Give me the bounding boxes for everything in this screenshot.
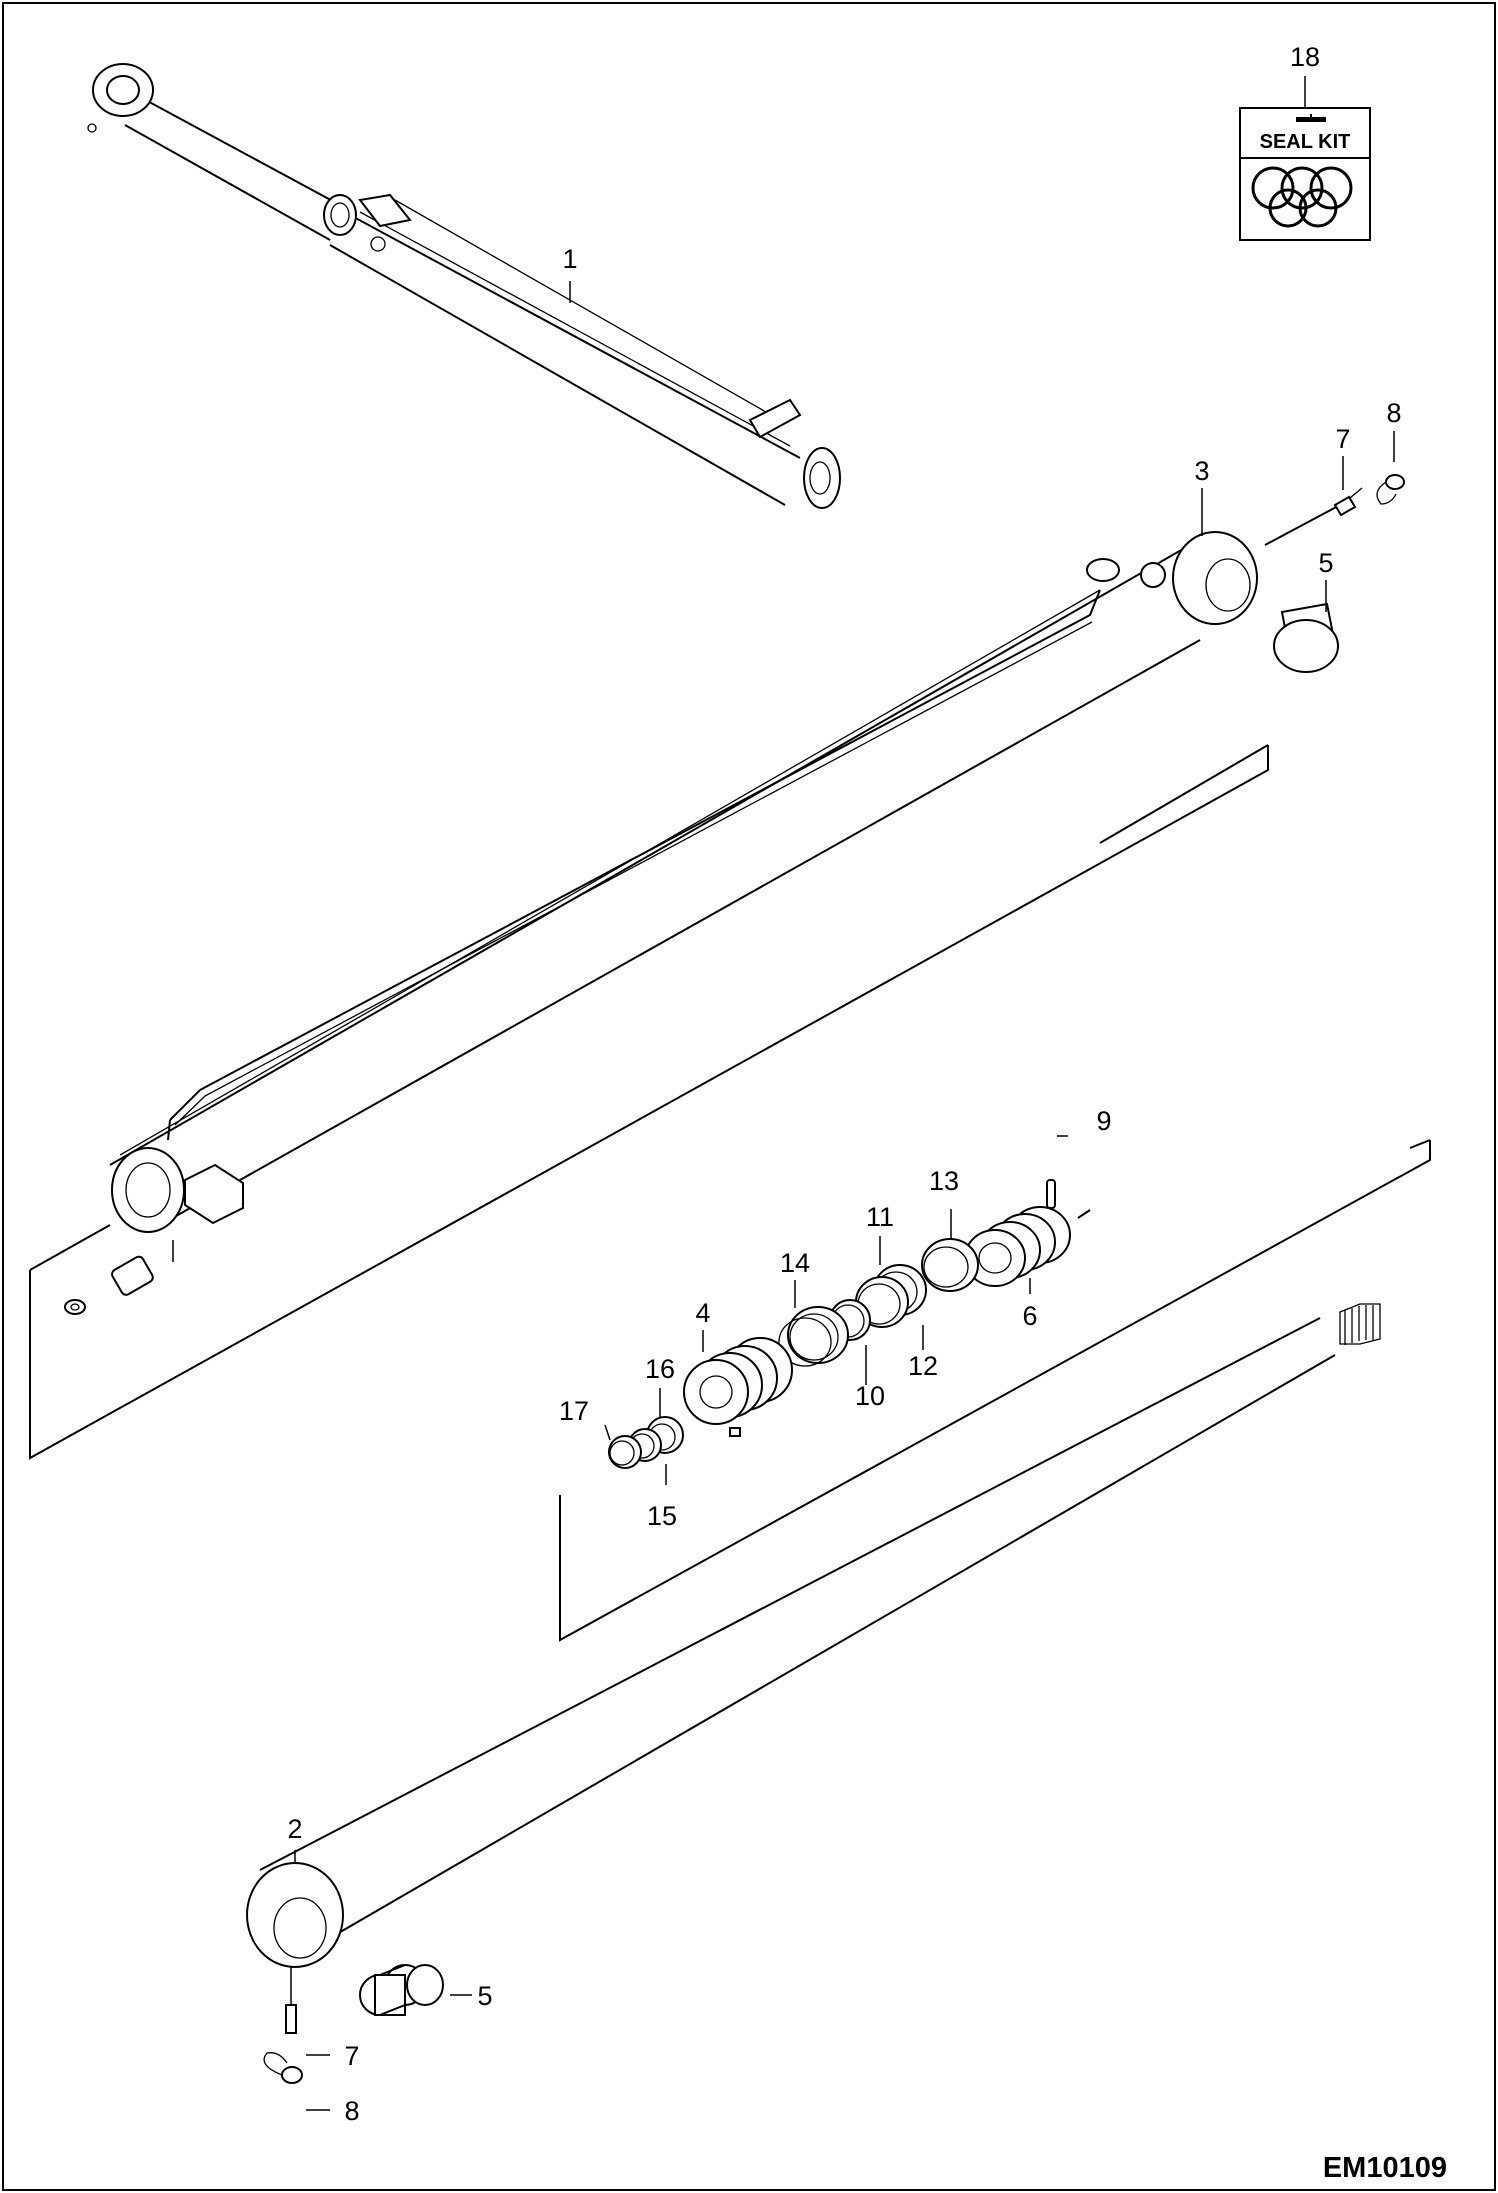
callout-4: 4 [695, 1298, 710, 1328]
callout-16: 16 [645, 1354, 675, 1384]
callout-15: 15 [647, 1501, 677, 1531]
callout-7-bottom: 7 [344, 2041, 359, 2071]
callout-9: 9 [1096, 1106, 1111, 1136]
cylinder-barrel-part-3 [109, 504, 1341, 1233]
assembled-cylinder-part-1 [87, 63, 841, 509]
callout-18: 18 [1290, 42, 1320, 72]
grease-fitting-top [1333, 487, 1363, 517]
ring-part-13 [921, 1238, 979, 1292]
ring-part-14 [778, 1306, 849, 1367]
callout-2: 2 [287, 1814, 302, 1844]
callout-11: 11 [866, 1202, 894, 1232]
callout-8-bottom: 8 [344, 2096, 359, 2126]
piston-rod-part-2 [246, 1303, 1381, 2016]
callout-7-top: 7 [1335, 424, 1350, 454]
callout-5-top: 5 [1318, 548, 1333, 578]
roll-pin-part-9 [1046, 1179, 1056, 1209]
callout-6: 6 [1022, 1301, 1037, 1331]
callout-10: 10 [855, 1381, 885, 1411]
grease-cap-bottom [263, 2052, 303, 2084]
gland-part-4 [683, 1337, 793, 1437]
piston-part-6 [964, 1206, 1091, 1287]
grease-cap-top [1376, 474, 1405, 505]
projection-frame-rod [559, 1140, 1431, 1642]
callout-14: 14 [780, 1248, 810, 1278]
projection-frame-barrel [29, 745, 1269, 1460]
seal-kit-label: SEAL KIT [1260, 131, 1351, 153]
o-rings-icon [1251, 166, 1353, 228]
port-fitting [64, 1240, 174, 1315]
callout-13: 13 [929, 1166, 959, 1196]
grease-fitting-bottom [285, 1967, 297, 2034]
callout-8-top: 8 [1386, 398, 1401, 428]
document-id: EM10109 [1323, 2152, 1447, 2184]
callout-5-bottom: 5 [477, 1981, 492, 2011]
callout-12: 12 [908, 1351, 938, 1381]
callout-1: 1 [562, 244, 577, 274]
callout-3: 3 [1194, 456, 1209, 486]
snap-ring-part-17 [608, 1435, 642, 1469]
seal-kit-box: SEAL KIT [1239, 76, 1371, 241]
callout-17: 17 [559, 1396, 589, 1426]
